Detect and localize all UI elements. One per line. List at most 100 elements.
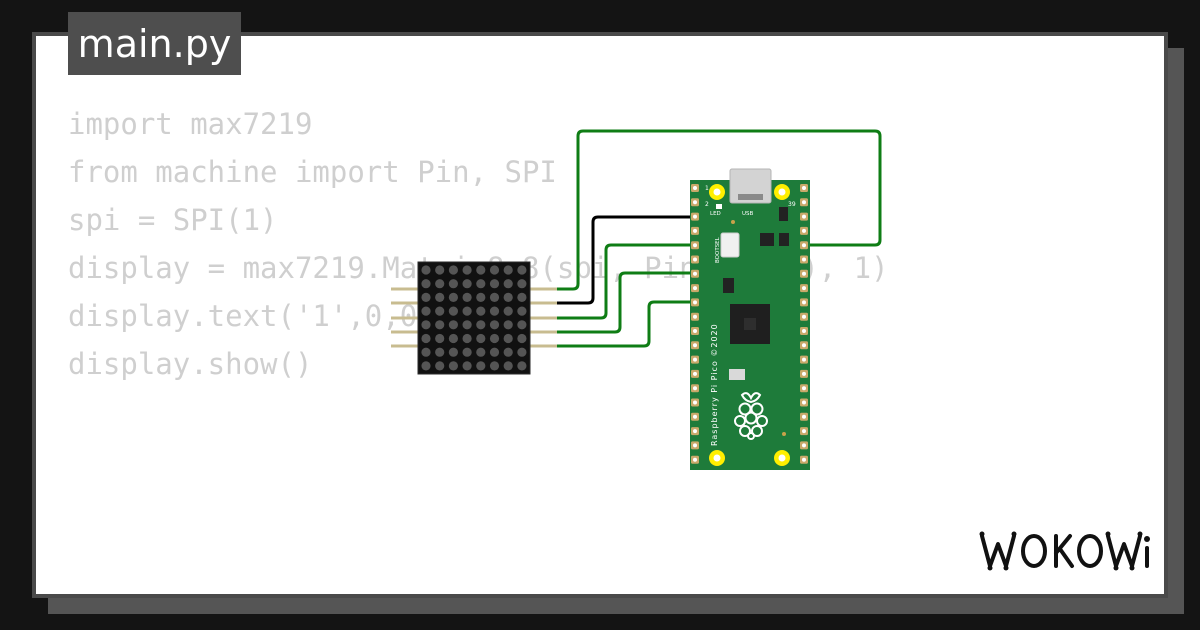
chip-small — [760, 233, 774, 246]
board-pin-hole — [802, 300, 806, 305]
matrix-led — [462, 265, 472, 275]
matrix-led — [462, 347, 472, 357]
code-line: from machine import Pin, SPI — [68, 155, 557, 189]
matrix-led — [489, 279, 500, 289]
matrix-led — [517, 279, 527, 289]
board-pin-hole — [802, 257, 806, 262]
matrix-led — [421, 347, 431, 357]
board-pin-hole — [802, 429, 806, 434]
board-pin-hole — [693, 414, 697, 419]
board-pin-hole — [802, 200, 806, 205]
raspberry-icon — [734, 392, 768, 440]
matrix-led — [462, 361, 472, 371]
board-pin-hole — [693, 314, 697, 319]
bootsel-button[interactable] — [720, 232, 740, 258]
test-point — [731, 220, 735, 224]
matrix-led — [448, 265, 458, 275]
board-pin-hole — [693, 228, 697, 233]
matrix-led — [462, 306, 472, 316]
matrix-led — [462, 292, 472, 302]
matrix-led — [517, 320, 527, 330]
pico-board[interactable]: 1 2 39 LED USB BOOTSEL Raspberry Pi Pico… — [690, 168, 810, 470]
board-pin-hole — [802, 329, 806, 333]
board-pin-hole — [802, 214, 806, 219]
silk-led: LED — [710, 211, 721, 217]
silk-pin2: 2 — [705, 201, 709, 208]
board-pin-hole — [802, 286, 806, 291]
matrix-led — [435, 320, 445, 330]
code-listing: import max7219 from machine import Pin, S… — [68, 100, 889, 388]
matrix-led — [503, 333, 513, 344]
board-pin-hole — [693, 343, 697, 348]
board-pin-hole — [693, 457, 697, 462]
matrix-led — [503, 265, 513, 275]
led-matrix[interactable] — [391, 261, 557, 375]
matrix-led — [476, 306, 486, 316]
wire-cs — [556, 271, 700, 334]
matrix-led — [435, 265, 445, 275]
matrix-led — [489, 306, 500, 316]
matrix-led — [476, 292, 486, 302]
matrix-led — [503, 292, 513, 302]
board-pin-hole — [802, 343, 806, 348]
code-line: import max7219 — [68, 107, 313, 141]
matrix-led — [421, 279, 431, 289]
board-pin-hole — [693, 300, 697, 305]
code-line: display.show() — [68, 347, 313, 381]
matrix-led — [448, 347, 458, 357]
matrix-led — [421, 292, 431, 302]
silk-pin39: 39 — [788, 201, 796, 208]
code-line: spi = SPI(1) — [68, 203, 278, 237]
board-pin-hole — [802, 314, 806, 319]
matrix-led — [435, 361, 445, 371]
matrix-led — [462, 333, 472, 344]
matrix-led — [503, 320, 513, 330]
wire-gnd — [556, 215, 700, 305]
board-pin-hole — [693, 271, 697, 276]
matrix-leds — [421, 265, 527, 371]
flash-logo-mark — [744, 318, 756, 330]
led-component — [716, 204, 722, 209]
matrix-led — [489, 265, 500, 275]
usb-opening — [738, 194, 763, 200]
silk-pin1: 1 — [705, 185, 709, 192]
board-pin-hole — [802, 228, 806, 233]
matrix-led — [421, 320, 431, 330]
matrix-led — [489, 333, 500, 344]
matrix-led — [503, 279, 513, 289]
file-tab[interactable]: main.py — [68, 12, 241, 75]
matrix-led — [448, 320, 458, 330]
board-pin-hole — [693, 186, 697, 190]
matrix-led — [462, 320, 472, 330]
matrix-led — [448, 333, 458, 344]
board-pin-hole — [693, 214, 697, 219]
mount-hole — [778, 188, 786, 196]
matrix-pins-right — [529, 287, 557, 348]
board-pin-hole — [802, 186, 806, 190]
test-pad — [729, 369, 745, 380]
mount-hole — [713, 454, 721, 462]
board-pin-hole — [802, 243, 806, 248]
matrix-led — [448, 292, 458, 302]
matrix-led — [435, 292, 445, 302]
matrix-led — [517, 333, 527, 344]
matrix-led — [489, 320, 500, 330]
matrix-led — [435, 333, 445, 344]
chip-small — [723, 278, 734, 293]
board-pin-hole — [693, 371, 697, 376]
test-point — [782, 432, 786, 436]
matrix-led — [517, 292, 527, 302]
silk-bootsel: BOOTSEL — [715, 236, 721, 263]
matrix-led — [421, 361, 431, 371]
mount-holes — [709, 184, 790, 466]
board-pin-hole — [693, 400, 697, 405]
matrix-led — [503, 361, 513, 371]
matrix-body — [417, 261, 531, 375]
silk-usb: USB — [742, 211, 754, 217]
matrix-led — [448, 361, 458, 371]
matrix-led — [517, 265, 527, 275]
matrix-led — [517, 347, 527, 357]
board-pin-hole — [802, 443, 806, 448]
matrix-led — [489, 361, 500, 371]
matrix-led — [517, 306, 527, 316]
